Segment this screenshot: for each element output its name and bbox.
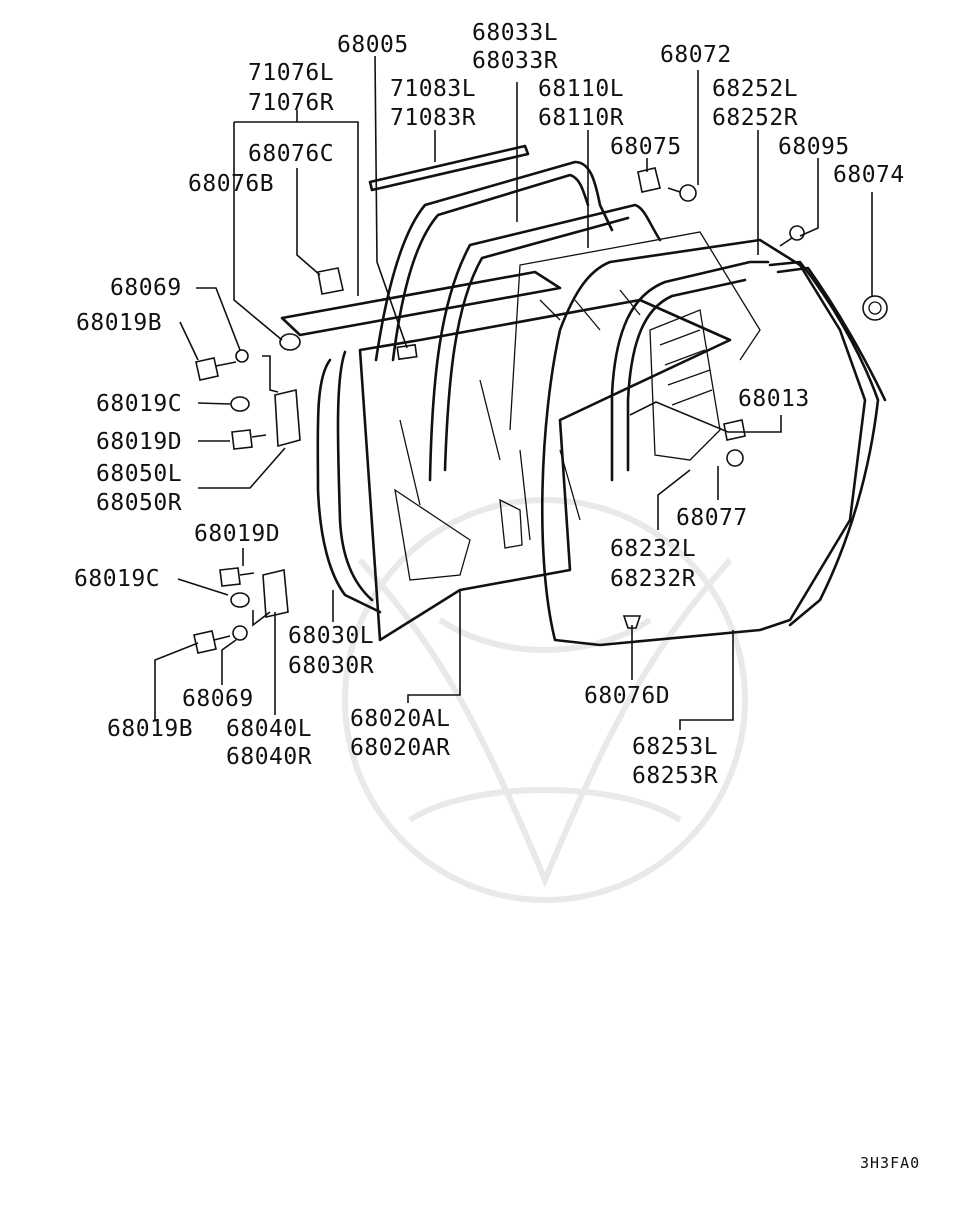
label-68252L: 68252L <box>712 76 798 102</box>
glass-run-channel-68110 <box>428 203 662 482</box>
label-68076D: 68076D <box>584 683 670 709</box>
door-outer-skin-68030 <box>316 358 382 614</box>
label-68019B-lower: 68019B <box>107 716 193 742</box>
leader-lines <box>154 55 873 730</box>
part-68069-lower <box>232 625 248 641</box>
label-68019C-lower: 68019C <box>74 566 160 592</box>
label-68033R: 68033R <box>472 48 558 74</box>
label-68075: 68075 <box>610 134 682 160</box>
label-68050R: 68050R <box>96 490 182 516</box>
label-68019D-lower: 68019D <box>194 521 280 547</box>
door-glass <box>509 231 761 431</box>
label-68005: 68005 <box>337 32 409 58</box>
label-68033L: 68033L <box>472 20 558 46</box>
door-panel-68020A <box>358 298 732 642</box>
label-68232R: 68232R <box>610 566 696 592</box>
label-71083L: 71083L <box>390 76 476 102</box>
part-68076C <box>317 267 344 295</box>
part-68050-hinge <box>274 389 301 448</box>
label-68030L: 68030L <box>288 623 374 649</box>
door-weatherstrip-68253 <box>540 238 867 647</box>
watermark-emblem <box>342 497 748 903</box>
part-68013 <box>723 419 746 441</box>
window-frame-68033 <box>374 160 614 362</box>
part-68076D <box>622 615 642 629</box>
label-68232L: 68232L <box>610 536 696 562</box>
label-71076L: 71076L <box>248 60 334 86</box>
label-68074: 68074 <box>833 162 905 188</box>
label-68040L: 68040L <box>226 716 312 742</box>
part-68019B-upper <box>195 357 219 381</box>
diagram-code: 3H3FA0 <box>860 1154 920 1172</box>
part-68019D-lower <box>219 567 241 587</box>
label-68110L: 68110L <box>538 76 624 102</box>
part-68040-hinge <box>262 569 289 618</box>
label-68076B: 68076B <box>188 171 274 197</box>
label-68019B-upper: 68019B <box>76 310 162 336</box>
label-71076R: 71076R <box>248 90 334 116</box>
label-68019D-upper: 68019D <box>96 429 182 455</box>
label-68110R: 68110R <box>538 105 624 131</box>
label-68050L: 68050L <box>96 461 182 487</box>
opening-trim-68252 <box>768 260 880 627</box>
label-68076C: 68076C <box>248 141 334 167</box>
part-68019C-lower <box>230 592 250 608</box>
part-number-labels: 68005 71076L 71076R 68033L 68033R 71083L… <box>74 20 905 789</box>
part-68019D-upper <box>231 429 253 450</box>
label-68040R: 68040R <box>226 744 312 770</box>
label-68072: 68072 <box>660 42 732 68</box>
part-68095 <box>789 225 805 241</box>
label-68030R: 68030R <box>288 653 374 679</box>
glass-run-strip-71083 <box>368 144 530 192</box>
part-68077 <box>726 449 744 467</box>
inner-weatherstrip-68232 <box>610 260 770 482</box>
label-68095: 68095 <box>778 134 850 160</box>
label-68020AL: 68020AL <box>350 706 450 732</box>
label-68253R: 68253R <box>632 763 718 789</box>
label-68020AR: 68020AR <box>350 735 450 761</box>
part-68076B <box>279 333 301 351</box>
label-68253L: 68253L <box>632 734 718 760</box>
label-68013: 68013 <box>738 386 810 412</box>
label-68077: 68077 <box>676 505 748 531</box>
label-68019C-upper: 68019C <box>96 391 182 417</box>
label-68069-upper: 68069 <box>110 275 182 301</box>
part-68069-upper <box>235 349 249 363</box>
label-68252R: 68252R <box>712 105 798 131</box>
fasteners <box>193 167 888 654</box>
part-68072 <box>679 184 697 202</box>
part-68019C-upper <box>230 396 250 412</box>
label-71083R: 71083R <box>390 105 476 131</box>
window-regulator <box>649 309 721 461</box>
label-68069-lower: 68069 <box>182 686 254 712</box>
belt-moulding-71076 <box>280 270 562 337</box>
part-68019B-lower <box>193 630 217 654</box>
part-68074 <box>862 295 888 321</box>
part-68075 <box>637 167 661 193</box>
door-assembly-drawing <box>280 144 887 647</box>
